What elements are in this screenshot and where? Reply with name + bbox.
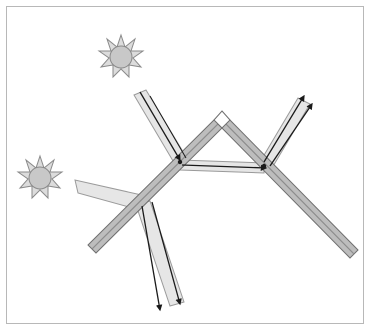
light-beams (75, 90, 310, 306)
ray-arrow-up-right-1 (264, 96, 304, 162)
sun-icon (18, 156, 62, 198)
reflecting-surfaces (88, 111, 358, 258)
ray-dot-left-surface (178, 160, 182, 164)
sun-icon (99, 35, 143, 77)
ray-arrow-top-incident (140, 92, 180, 160)
ray-dot-right-surface (262, 164, 266, 168)
